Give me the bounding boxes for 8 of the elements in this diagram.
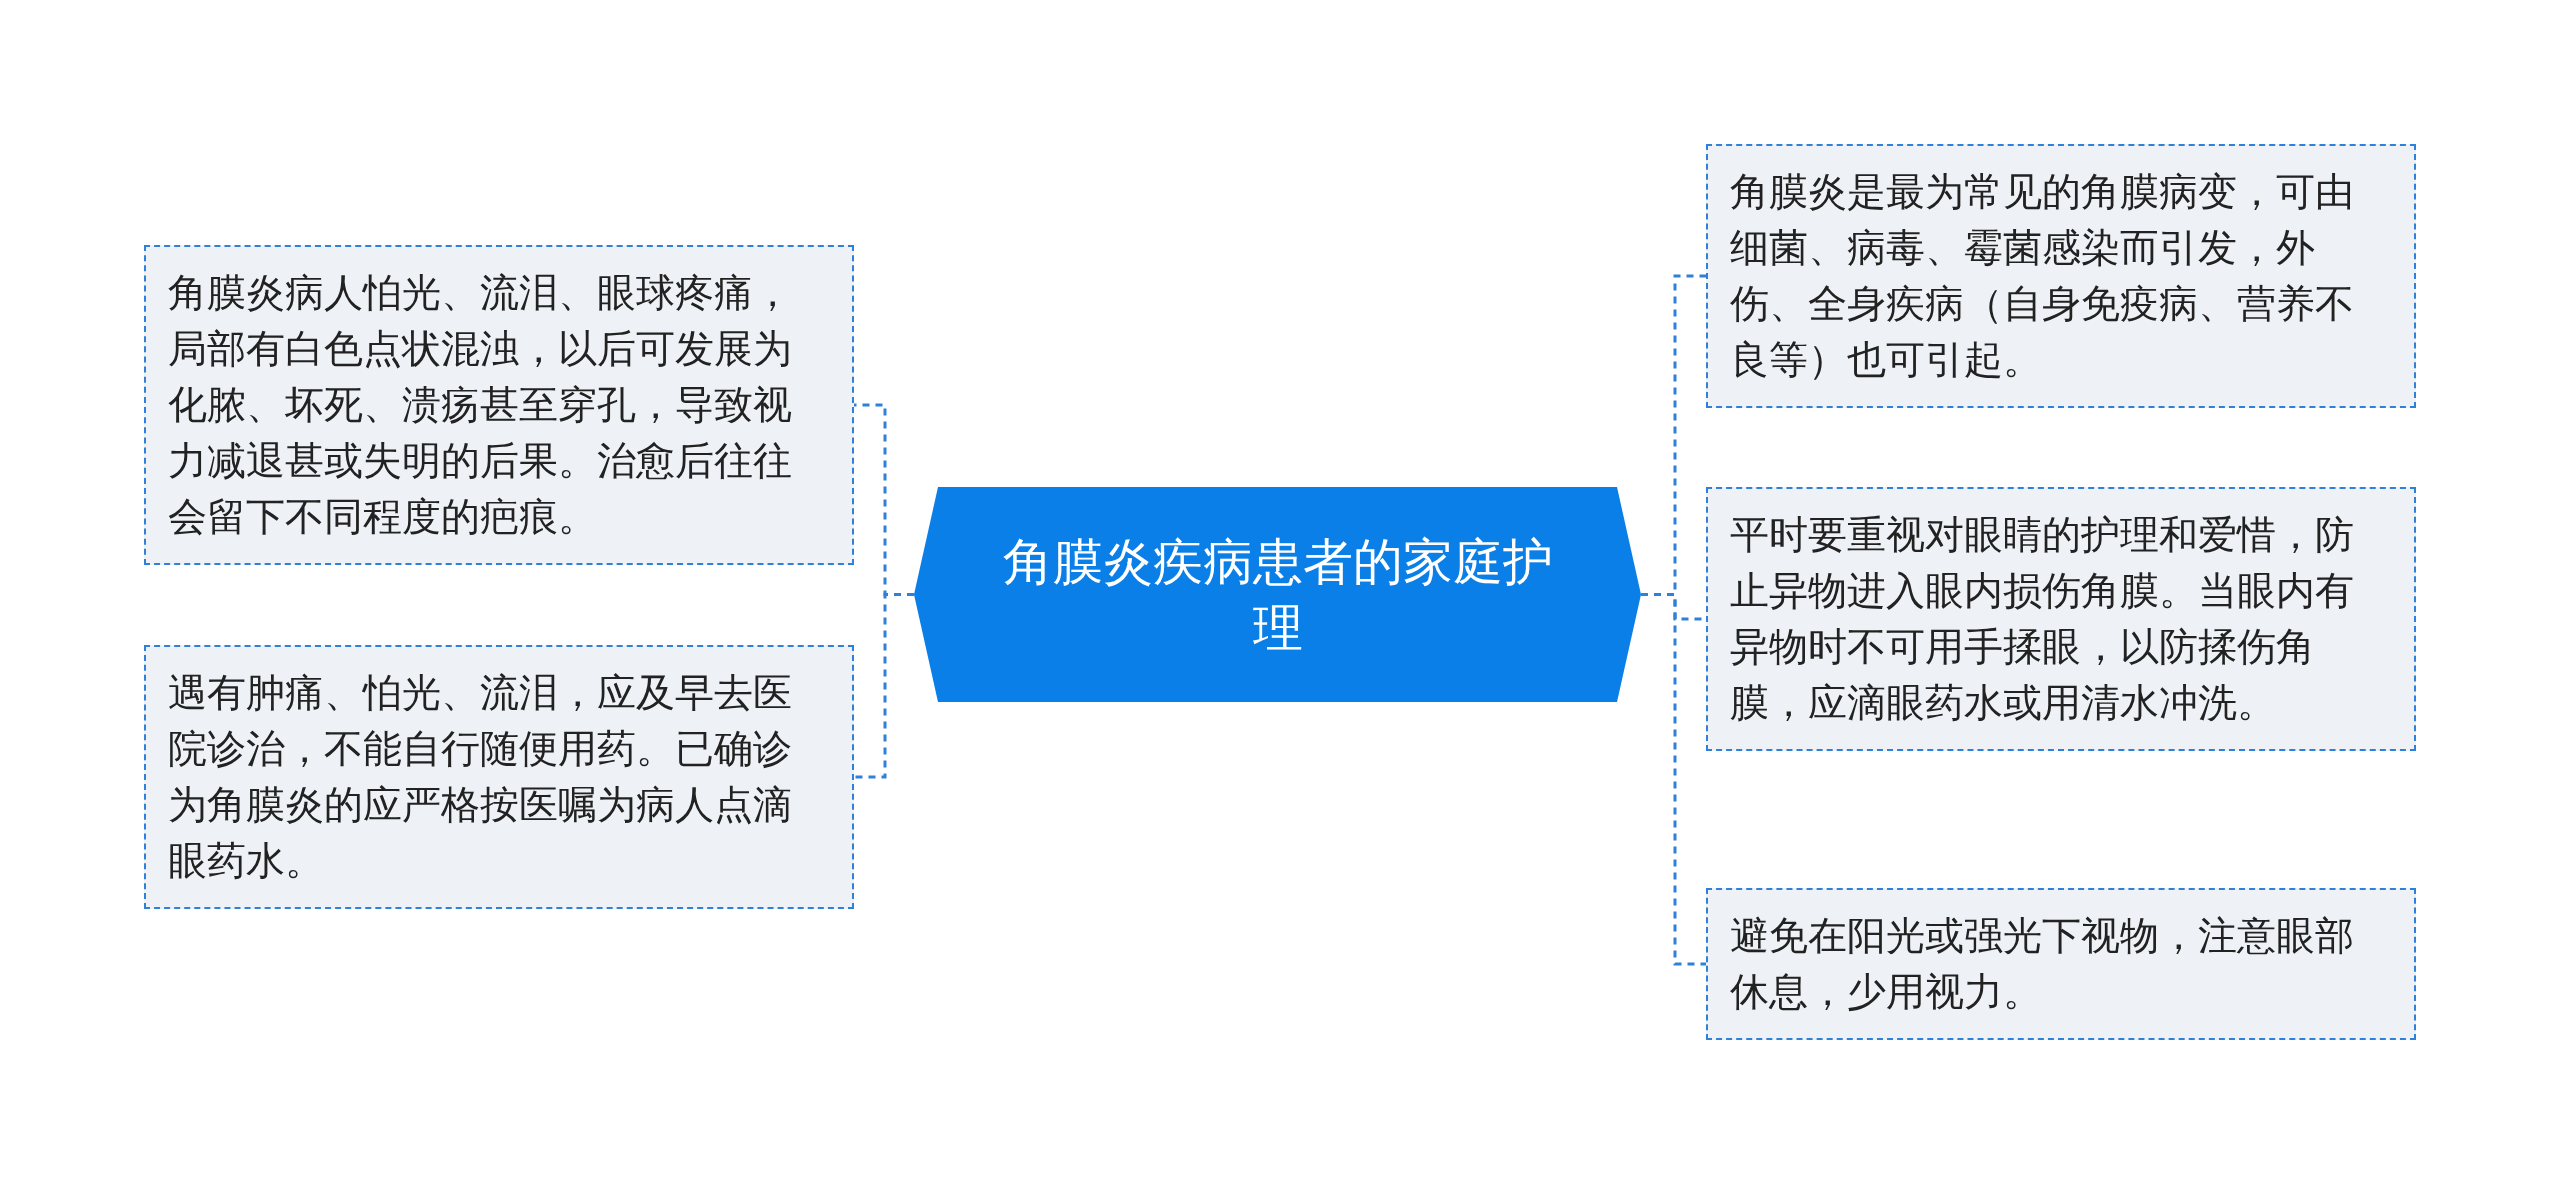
topic-title: 角膜炎疾病患者的家庭护理 <box>1001 531 1554 659</box>
connector-line <box>854 593 914 779</box>
text-card: 角膜炎是最为常见的角膜病变，可由细菌、病毒、霉菌感染而引发，外伤、全身疾病（自身免疫病、营养不良等）也可引起。 <box>1706 144 2416 408</box>
text-card: 平时要重视对眼睛的护理和爱惜，防止异物进入眼内损伤角膜。当眼内有异物时不可用手揉眼，以防揉伤角膜，应滴眼药水或用清水冲洗。 <box>1706 487 2416 751</box>
text-card: 遇有肿痛、怕光、流泪，应及早去医院诊治，不能自行随便用药。已确诊为角膜炎的应严格按医嘱为病人点滴眼药水。 <box>144 645 854 909</box>
text-card: 避免在阳光或强光下视物，注意眼部休息，少用视力。 <box>1706 888 2416 1040</box>
connector-line <box>1641 593 1706 966</box>
text-card: 角膜炎病人怕光、流泪、眼球疼痛，局部有白色点状混浊，以后可发展为化脓、坏死、溃疡甚至穿孔，导致视力减退甚或失明的后果。治愈后往往会留下不同程度的疤痕。 <box>144 245 854 565</box>
